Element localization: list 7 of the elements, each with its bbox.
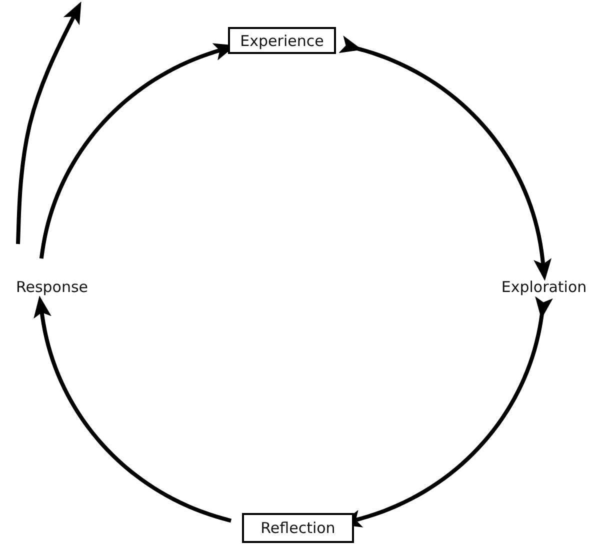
stage-label: Response (6, 277, 98, 297)
arrow (16, 1, 82, 244)
arrow (34, 296, 232, 523)
arrow (338, 36, 552, 281)
stage-box: Experience (228, 27, 336, 54)
stage-box: Reflection (242, 513, 354, 543)
stage-label: Exploration (496, 277, 592, 297)
